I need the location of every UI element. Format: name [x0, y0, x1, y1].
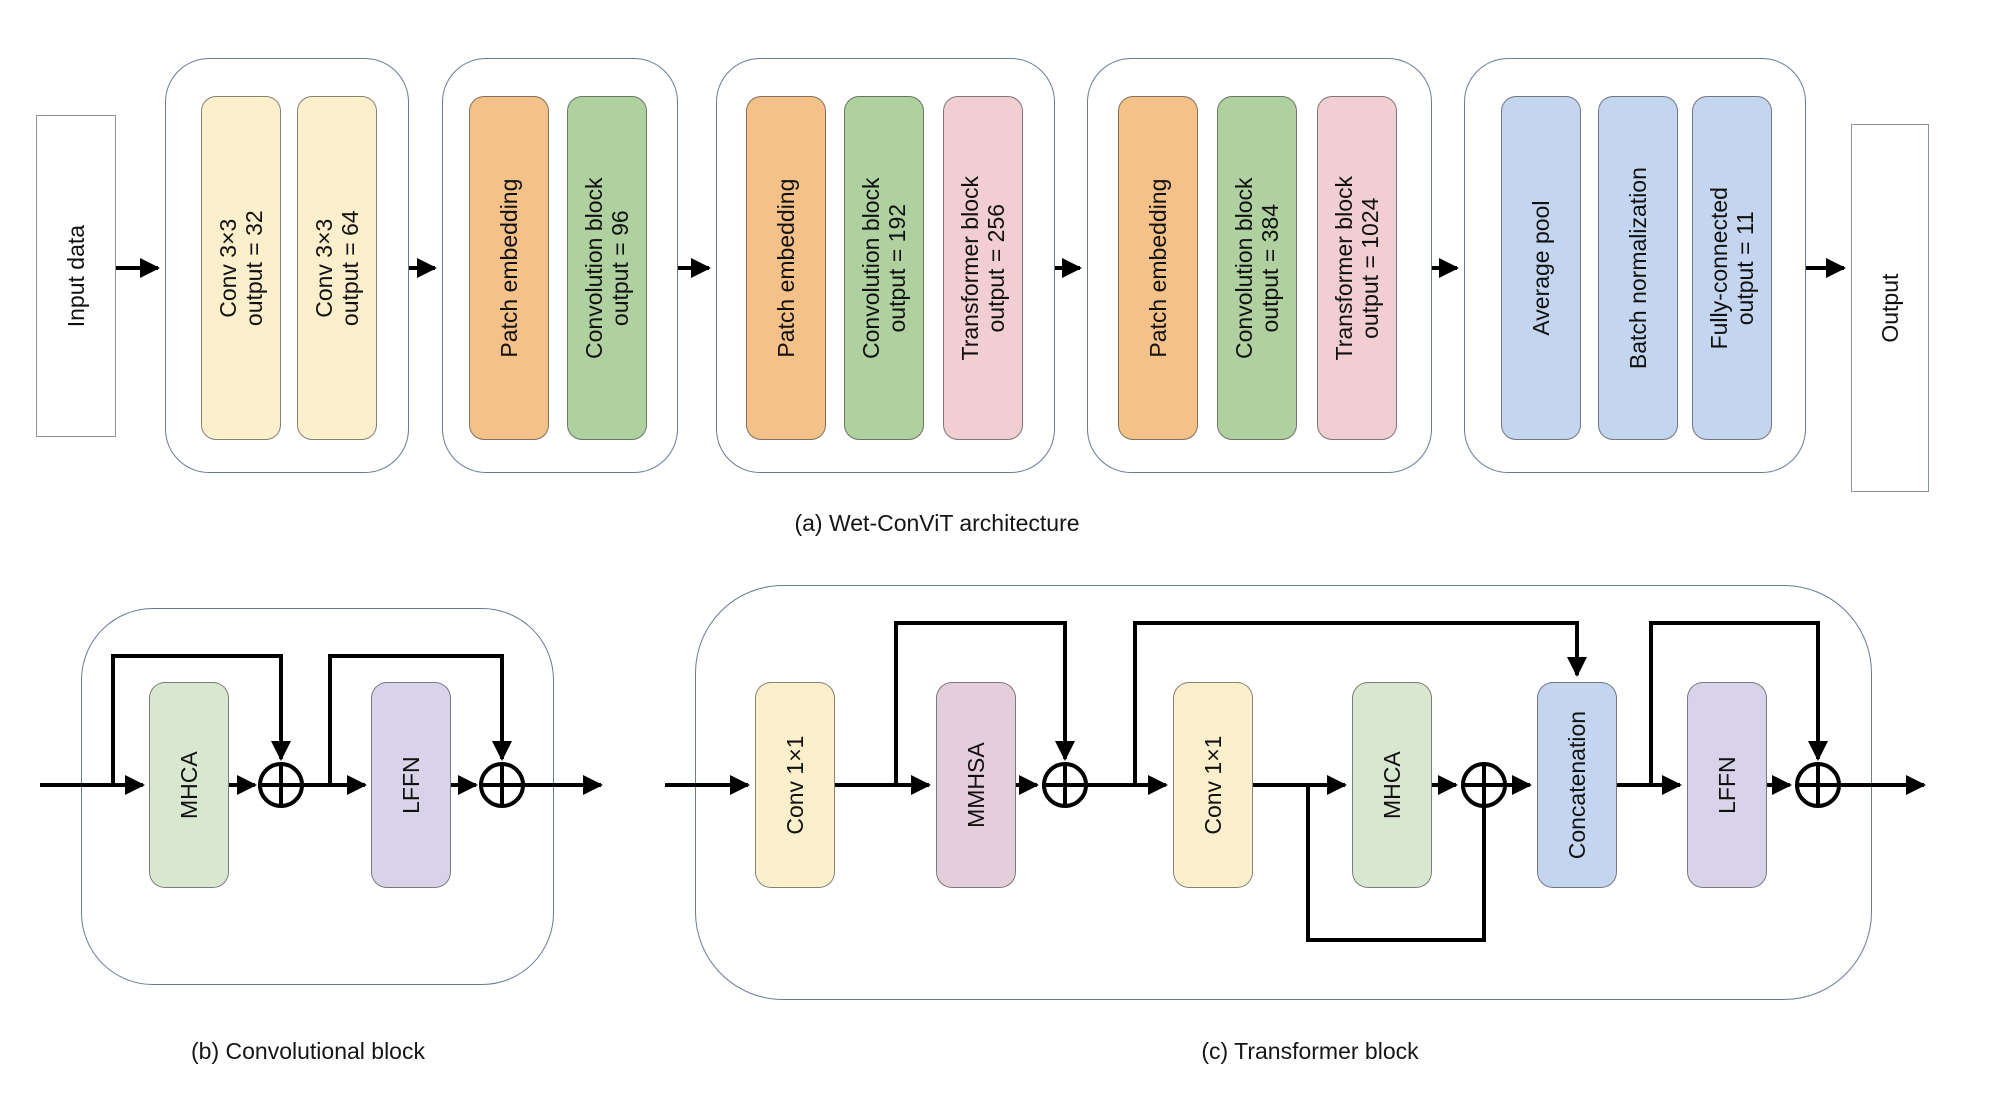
block-mhca-c: MHCA: [1352, 682, 1432, 888]
block-label: Fully-connected output = 11: [1705, 186, 1758, 350]
block-transformer-256: Transformer block output = 256: [943, 96, 1023, 440]
block-label: Transformer block output = 256: [956, 175, 1009, 361]
input-data-label: Input data: [62, 224, 89, 328]
caption-convolutional-block: (b) Convolutional block: [191, 1038, 425, 1064]
block-label: Transformer block output = 1024: [1330, 175, 1383, 361]
block-label: Patch embedding: [1144, 178, 1171, 358]
block-label: MHCA: [1378, 751, 1405, 819]
block-fully-connected: Fully-connected output = 11: [1692, 96, 1772, 440]
block-label: MMHSA: [962, 742, 989, 828]
block-convolution-192: Convolution block output = 192: [844, 96, 924, 440]
block-mhca-b: MHCA: [149, 682, 229, 888]
block-label: LFFN: [397, 756, 424, 814]
block-convolution-96: Convolution block output = 96: [567, 96, 647, 440]
output-label: Output: [1876, 273, 1903, 343]
input-data-box: Input data: [36, 115, 116, 437]
block-label: Average pool: [1527, 200, 1554, 336]
block-label: Batch normalization: [1624, 167, 1651, 369]
block-label: LFFN: [1713, 756, 1740, 814]
block-label: Conv 1×1: [1199, 735, 1226, 835]
block-label: Convolution block output = 384: [1230, 177, 1283, 359]
block-concatenation: Concatenation: [1537, 682, 1617, 888]
block-label: Convolution block output = 96: [580, 177, 633, 359]
output-box: Output: [1851, 124, 1929, 492]
block-conv1x1-b: Conv 1×1: [1173, 682, 1253, 888]
block-conv3x3-64: Conv 3×3 output = 64: [297, 96, 377, 440]
block-lffn-c: LFFN: [1687, 682, 1767, 888]
caption-transformer-block: (c) Transformer block: [1201, 1038, 1419, 1064]
block-conv1x1-a: Conv 1×1: [755, 682, 835, 888]
block-label: Conv 3×3 output = 32: [214, 210, 267, 326]
block-mmhsa: MMHSA: [936, 682, 1016, 888]
block-label: Conv 3×3 output = 64: [310, 210, 363, 326]
block-conv3x3-32: Conv 3×3 output = 32: [201, 96, 281, 440]
block-label: Patch embedding: [772, 178, 799, 358]
block-convolution-384: Convolution block output = 384: [1217, 96, 1297, 440]
block-batch-normalization: Batch normalization: [1598, 96, 1678, 440]
block-label: Patch embedding: [495, 178, 522, 358]
block-patch-embedding-1: Patch embedding: [469, 96, 549, 440]
block-label: Convolution block output = 192: [857, 177, 910, 359]
caption-architecture: (a) Wet-ConViT architecture: [794, 510, 1080, 536]
block-lffn-b: LFFN: [371, 682, 451, 888]
block-label: Conv 1×1: [781, 735, 808, 835]
block-average-pool: Average pool: [1501, 96, 1581, 440]
block-patch-embedding-3: Patch embedding: [1118, 96, 1198, 440]
block-transformer-1024: Transformer block output = 1024: [1317, 96, 1397, 440]
block-label: Concatenation: [1563, 710, 1590, 860]
block-label: MHCA: [175, 751, 202, 819]
block-patch-embedding-2: Patch embedding: [746, 96, 826, 440]
